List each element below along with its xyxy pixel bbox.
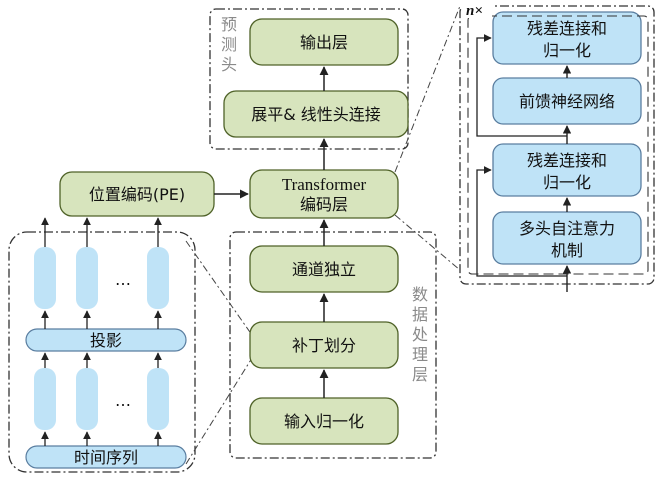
- projection-label: 投影: [90, 331, 122, 350]
- patch-token: [34, 247, 56, 309]
- feed-forward-label: 前馈神经网络: [519, 92, 615, 111]
- time-series-bar: [25, 445, 187, 469]
- position-encoding-label: 位置编码(PE): [89, 185, 185, 204]
- ellipsis: …: [115, 391, 131, 410]
- repeat-count-label: n×: [466, 3, 483, 19]
- output-layer-box: [249, 18, 399, 66]
- residual-norm-top-box: [492, 11, 642, 65]
- data-processing-group: [229, 231, 437, 459]
- data-processing-label: 据: [412, 305, 428, 324]
- residual-norm-top-label-1: 残差连接和: [527, 19, 607, 38]
- transformer-label: Transformer: [282, 175, 367, 194]
- patch-segment: [147, 368, 169, 430]
- channel-independence-label: 通道独立: [292, 260, 356, 279]
- residual-skip-icon: [476, 166, 567, 277]
- data-processing-label: 层: [412, 365, 428, 384]
- prediction-head-label: 测: [221, 35, 237, 54]
- output-layer-label: 输出层: [300, 33, 348, 52]
- patch-segment: [34, 368, 56, 430]
- time-series-label: 时间序列: [74, 448, 138, 467]
- encoder-detail-group: [459, 5, 655, 285]
- patch-token: [76, 247, 98, 309]
- flatten-linear-label: 展平& 线性头连接: [251, 105, 381, 124]
- input-detail-group: [8, 231, 196, 473]
- patch-segment: [76, 368, 98, 430]
- ellipsis: …: [115, 270, 131, 289]
- zoom-line: [394, 214, 461, 271]
- zoom-line: [394, 5, 461, 173]
- residual-norm-bottom-label-2: 归一化: [543, 173, 591, 192]
- zoom-line: [185, 240, 253, 336]
- residual-norm-bottom-label-1: 残差连接和: [527, 151, 607, 170]
- zoom-line: [185, 357, 253, 465]
- prediction-head-group: [209, 8, 409, 150]
- patch-token: [147, 247, 169, 309]
- data-processing-label: 处: [412, 325, 428, 344]
- repeat-label-bg: [462, 2, 492, 18]
- prediction-head-label: 头: [221, 55, 237, 74]
- repeat-block: [467, 15, 649, 275]
- residual-skip-icon: [476, 34, 567, 137]
- data-processing-label: 数: [412, 285, 428, 304]
- flatten-linear-box: [223, 90, 409, 138]
- encoder-layer-label: 编码层: [300, 195, 348, 214]
- residual-norm-top-label-2: 归一化: [543, 41, 591, 60]
- multi-head-attention-label-1: 多头自注意力: [519, 219, 615, 238]
- patching-label: 补丁划分: [292, 336, 356, 355]
- projection-bar: [25, 328, 187, 352]
- multi-head-attention-label-2: 机制: [551, 241, 583, 260]
- input-normalization-label: 输入归一化: [284, 412, 364, 431]
- prediction-head-label: 预: [221, 15, 237, 34]
- data-processing-label: 理: [412, 345, 428, 364]
